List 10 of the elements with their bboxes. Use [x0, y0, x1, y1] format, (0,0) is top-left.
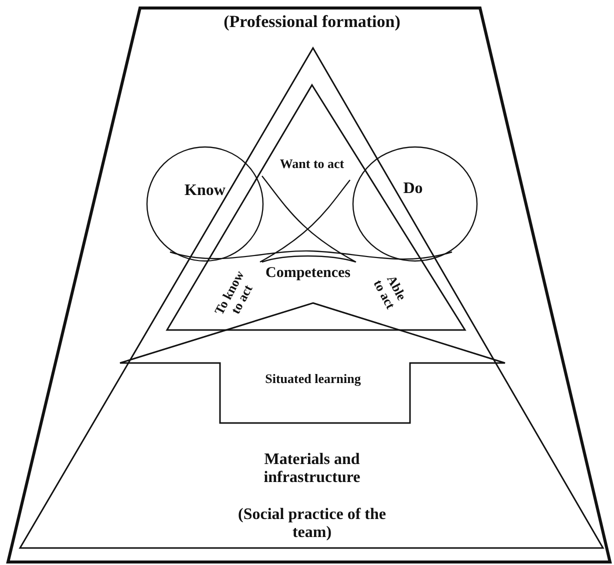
ellipse-label: Do [402, 180, 424, 198]
shape-label: Want to act [279, 156, 345, 172]
arrow-label: Situated learning [264, 372, 362, 386]
rotated-label: Able to act [369, 271, 411, 314]
triangle-caption: (Social practice of the team) [237, 506, 387, 542]
shape-label: Competences [264, 264, 352, 282]
rotated-label: To know to act [211, 266, 257, 319]
ellipse-label: Know [184, 182, 226, 200]
frame-title: (Professional formation) [222, 12, 402, 32]
shape-label: Materials and infrastructure [262, 451, 362, 487]
